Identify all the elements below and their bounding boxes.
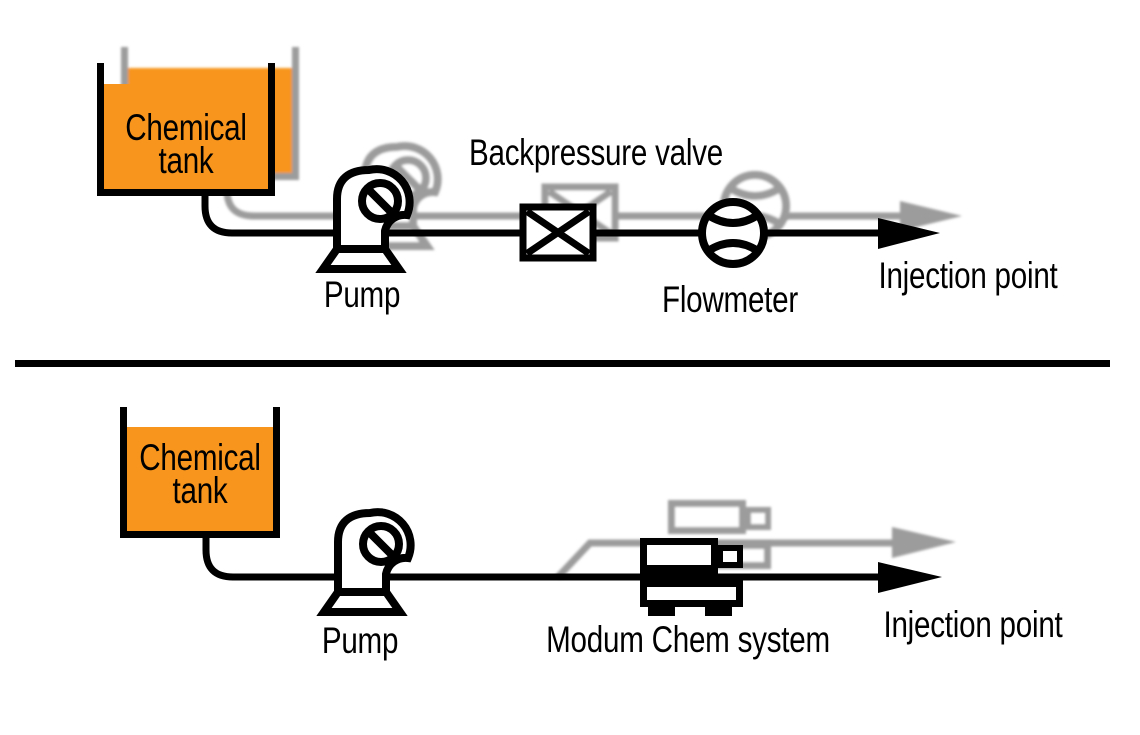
injection-point-label: Injection point [878,255,1058,296]
flow-arrow-shadow-icon [892,527,956,558]
flowmeter-label: Flowmeter [662,279,798,320]
backpressure-valve-label: Backpressure valve [469,132,723,173]
pump-icon [324,512,411,612]
backpressure-valve-icon [523,207,593,258]
modum-chem-system-label: Modum Chem system [546,619,830,660]
flowmeter-icon [702,202,764,264]
modum-chem-system-icon [640,542,740,616]
chemical-tank-icon [97,63,275,196]
pipe-shadow-bottom [555,527,956,580]
pump-label: Pump [321,620,399,661]
pipe-top [201,192,940,249]
section-divider [15,360,1110,367]
flow-arrow-icon [878,562,942,593]
pipe-bottom [202,535,942,593]
injection-point-label: Injection point [883,604,1063,645]
pump-icon [323,169,410,269]
pump-label: Pump [323,274,401,315]
chemical-tank-icon [120,407,280,538]
flow-arrow-shadow-icon [900,201,962,231]
flow-arrow-icon [878,218,940,249]
